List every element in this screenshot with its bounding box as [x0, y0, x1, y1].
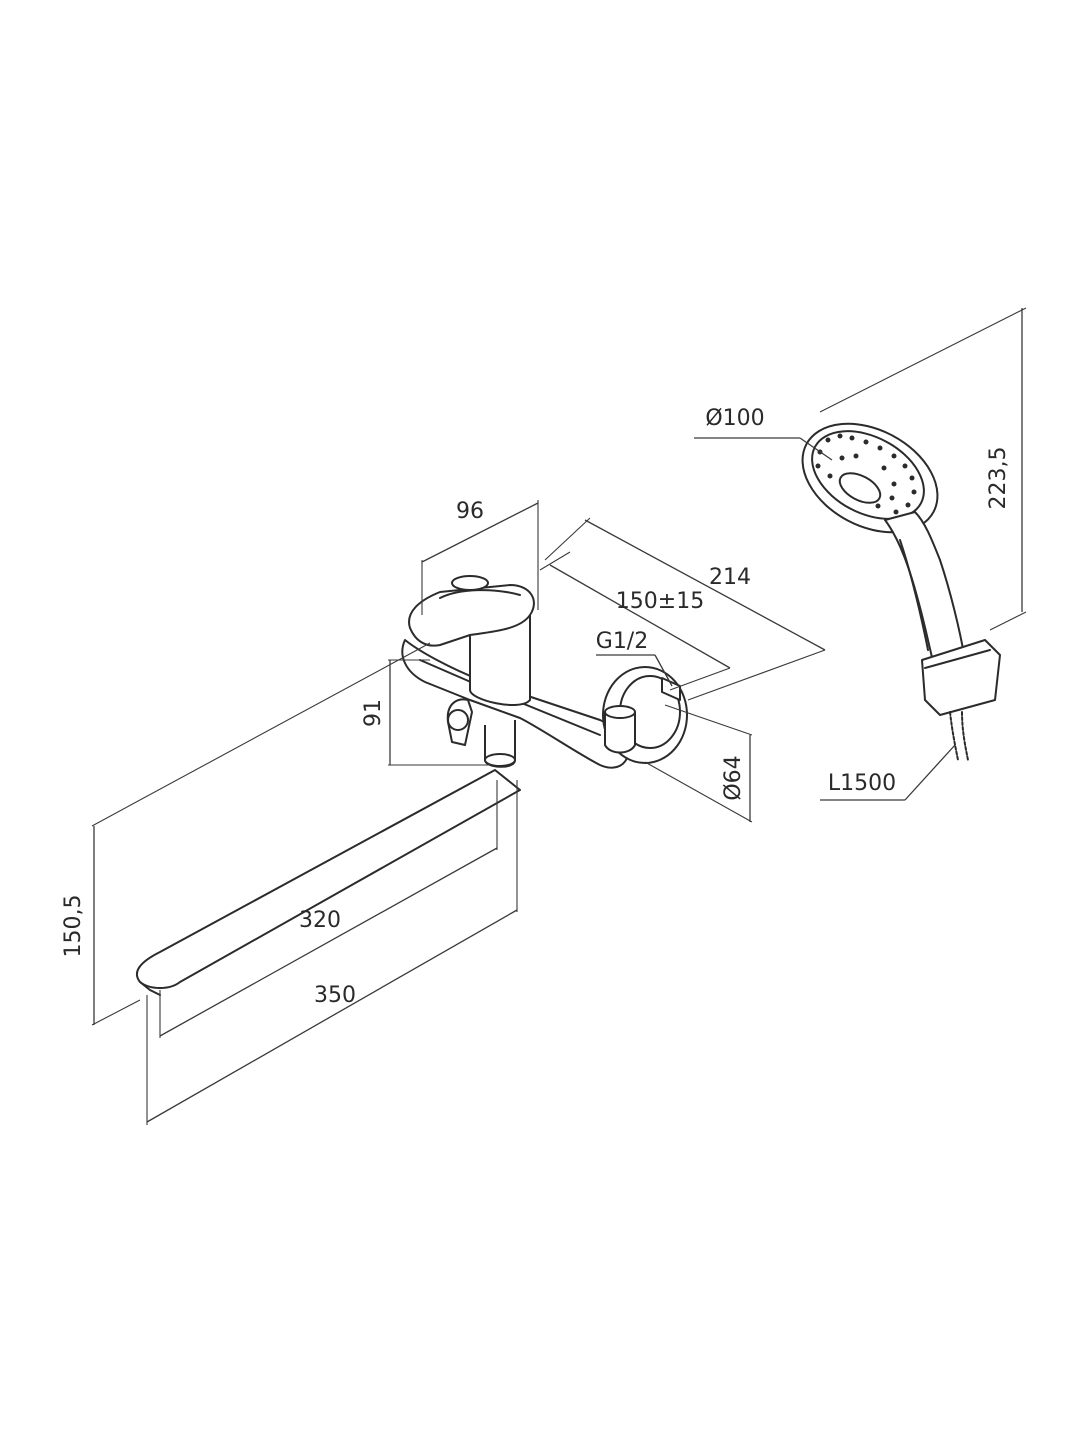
dim-d100: Ø100	[705, 406, 764, 431]
dim-350: 350	[314, 983, 356, 1008]
nozzle-dots	[815, 433, 917, 515]
dim-320: 320	[299, 908, 341, 933]
dim-91: 91	[361, 699, 386, 727]
dimension-lines	[91, 307, 1027, 1125]
hand-shower	[801, 422, 1001, 761]
dim-223-5: 223,5	[986, 447, 1011, 510]
dim-150-5: 150,5	[61, 895, 86, 958]
mixer-body	[401, 575, 688, 769]
dim-l1500: L1500	[828, 771, 896, 796]
dimension-labels: 96 214 150±15 G1/2 91 Ø64 150,5 320 350 …	[61, 406, 1011, 1008]
dim-g1-2: G1/2	[596, 629, 648, 654]
dim-d64: Ø64	[721, 755, 746, 800]
dim-150-15: 150±15	[616, 589, 704, 614]
dim-96: 96	[456, 499, 484, 524]
spout	[135, 769, 521, 996]
dim-214: 214	[709, 565, 751, 590]
